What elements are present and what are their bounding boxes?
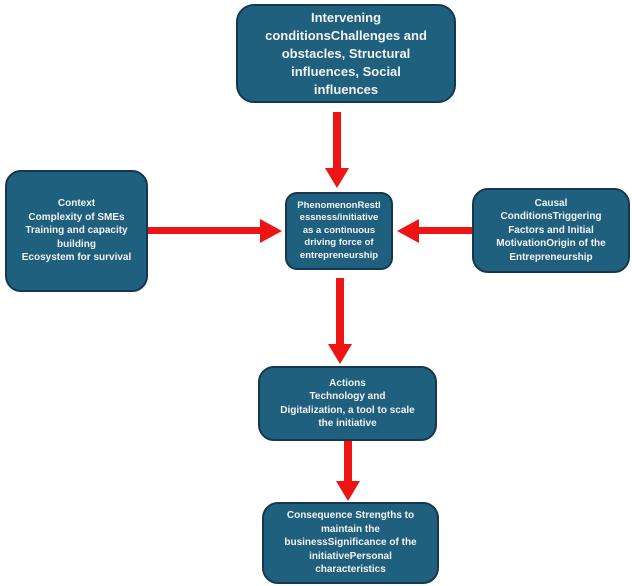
arrow-shaft [333,112,341,170]
arrow-left-icon [397,219,419,243]
node-consequence: Consequence Strengths to maintain the bu… [262,502,439,584]
arrow-shaft [344,441,352,482]
arrow-shaft [148,227,260,234]
arrow-down-icon [328,344,352,364]
arrow-down-icon [336,481,360,501]
node-context: Context Complexity of SMEs Training and … [5,170,148,292]
node-intervening-conditions: Intervening conditionsChallenges and obs… [236,4,456,103]
arrow-right-icon [260,219,282,243]
arrow-shaft [336,278,344,345]
arrow-down-icon [325,168,349,188]
node-phenomenon: PhenomenonRestl essness/initiative as a … [285,192,393,270]
node-causal-conditions: Causal ConditionsTriggering Factors and … [472,188,630,273]
arrow-shaft [419,227,472,234]
node-actions: Actions Technology and Digitalization, a… [258,366,437,441]
